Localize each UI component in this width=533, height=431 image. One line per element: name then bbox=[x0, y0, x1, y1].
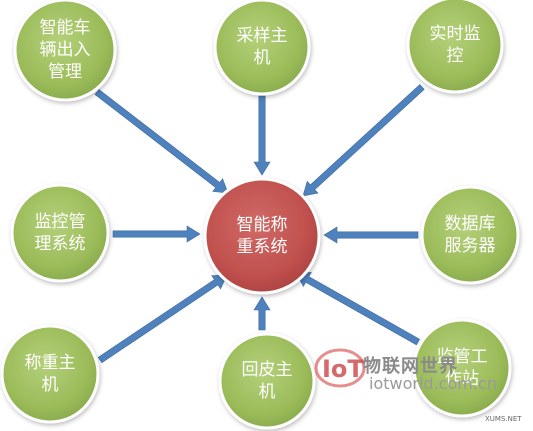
node-workstation bbox=[412, 318, 512, 418]
arrow-db-server bbox=[323, 226, 419, 244]
node-label-entry-exit: 智能车 辆出入 管理 bbox=[39, 18, 91, 82]
node-label-sampling-host: 采样主 机 bbox=[236, 26, 288, 68]
arrow-sampling-host bbox=[253, 95, 271, 176]
watermark-mark: XUMS.NET bbox=[485, 415, 522, 423]
nodes-layer bbox=[0, 0, 520, 430]
node-monitor-mgmt bbox=[10, 183, 110, 283]
node-db-server bbox=[420, 185, 520, 285]
arrow-monitor-mgmt bbox=[112, 225, 201, 243]
node-label-monitor-mgmt: 监控管 理系统 bbox=[34, 212, 86, 254]
node-label-weighing-host: 称重主 机 bbox=[24, 353, 76, 395]
center-node-label: 智能称 重系统 bbox=[236, 215, 288, 257]
node-entry-exit bbox=[13, 0, 117, 102]
arrows-layer bbox=[94, 84, 425, 364]
center-node bbox=[203, 177, 321, 295]
svg-text:IoT: IoT bbox=[322, 355, 364, 383]
watermark-title: 物联网世界 bbox=[363, 356, 458, 377]
node-weighing-host bbox=[0, 324, 100, 424]
node-realtime-monitor bbox=[406, 0, 504, 94]
node-sampling-host bbox=[213, 0, 311, 96]
node-label-workstation: 监管工 作站 bbox=[436, 347, 488, 389]
arrow-tare-host bbox=[253, 296, 271, 331]
arrow-realtime-monitor bbox=[302, 84, 425, 197]
watermark-logo: IoT bbox=[314, 348, 366, 388]
watermark-url: iotworld.com.cn bbox=[369, 374, 497, 393]
node-label-db-server: 数据库 服务器 bbox=[444, 214, 496, 256]
arrow-entry-exit bbox=[94, 89, 229, 194]
node-tare-host bbox=[218, 332, 316, 430]
node-label-tare-host: 回皮主 机 bbox=[241, 360, 293, 402]
node-label-realtime-monitor: 实时监 控 bbox=[429, 24, 481, 66]
